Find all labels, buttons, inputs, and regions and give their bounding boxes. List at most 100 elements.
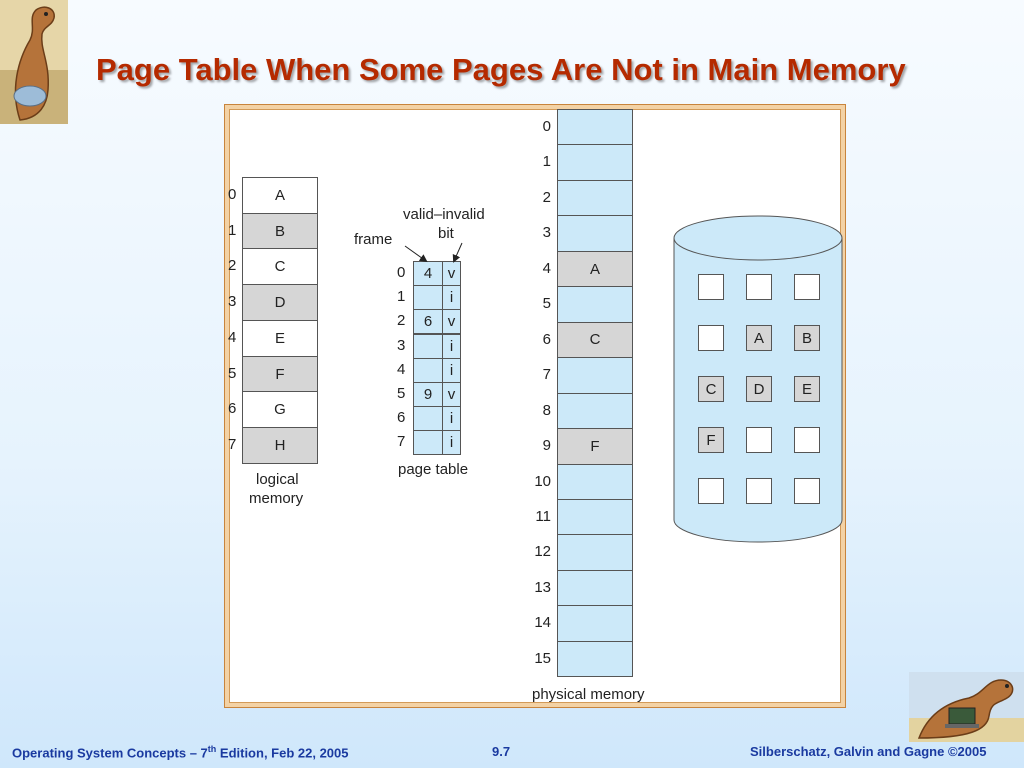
- logical-page-cell: G: [242, 391, 318, 429]
- disk-page-cell: [698, 478, 724, 504]
- page-table-valid-bit-cell: v: [442, 309, 461, 335]
- page-table-frame-cell: [413, 430, 443, 456]
- physical-frame-cell: [557, 109, 633, 146]
- page-table-index: 3: [397, 336, 406, 354]
- disk-page-cell: A: [746, 325, 772, 351]
- disk-page-cell: B: [794, 325, 820, 351]
- physical-frame-index: 2: [542, 188, 551, 206]
- page-table-frame-cell: 6: [413, 309, 443, 335]
- logical-index: 6: [228, 400, 237, 418]
- physical-frame-cell: [557, 640, 633, 678]
- page-table-valid-bit-cell: i: [442, 430, 461, 456]
- page-table-valid-bit-cell: i: [442, 285, 461, 311]
- physical-frame-index: 14: [534, 614, 551, 632]
- page-table-frame-cell: [413, 285, 443, 311]
- logical-page-cell: B: [242, 212, 318, 250]
- physical-frame-cell: F: [557, 428, 633, 465]
- logical-index: 4: [228, 328, 237, 346]
- logical-index: 1: [228, 221, 237, 239]
- physical-memory-caption: physical memory: [532, 686, 645, 703]
- logical-index: 5: [228, 364, 237, 382]
- page-table-caption: page table: [398, 461, 469, 478]
- disk-page-cell: [794, 274, 820, 300]
- physical-frame-cell: [557, 463, 633, 500]
- dinosaur-logo-icon: [0, 0, 68, 124]
- page-table-index: 4: [397, 360, 406, 378]
- logical-index: 0: [228, 186, 237, 203]
- logical-memory-label-line2: memory: [249, 490, 304, 507]
- footer-authors: Silberschatz, Galvin and Gagne ©2005: [750, 744, 987, 759]
- page-table-frame-cell: 9: [413, 382, 443, 407]
- disk-page-cell: [698, 274, 724, 300]
- physical-frame-cell: [557, 179, 633, 217]
- logical-page-cell: A: [242, 177, 318, 214]
- page-table-frame-cell: [413, 333, 443, 359]
- page-table-valid-bit-cell: i: [442, 357, 461, 383]
- physical-frame-index: 15: [534, 649, 551, 667]
- physical-frame-cell: A: [557, 250, 633, 288]
- logical-index: 2: [228, 257, 237, 275]
- physical-frame-cell: [557, 605, 633, 642]
- page-table-valid-bit-cell: v: [442, 382, 461, 407]
- physical-frame-cell: [557, 357, 633, 394]
- page-table-valid-bit-cell: v: [442, 261, 461, 286]
- physical-frame-cell: [557, 215, 633, 252]
- physical-frame-index: 0: [542, 118, 551, 135]
- page-table-frame-cell: 4: [413, 261, 443, 286]
- physical-frame-index: 9: [542, 437, 551, 455]
- logical-memory-label-line1: logical: [256, 471, 299, 488]
- page-table-index: 0: [397, 264, 406, 281]
- physical-frame-index: 10: [534, 472, 551, 490]
- physical-frame-index: 6: [542, 330, 551, 348]
- footer-book-title: Operating System Concepts – 7th Edition,…: [12, 744, 349, 761]
- physical-frame-cell: [557, 498, 633, 536]
- page-table-index: 6: [397, 409, 406, 427]
- footer-slide-number: 9.7: [492, 744, 511, 759]
- physical-frame-index: 12: [534, 543, 551, 561]
- physical-frame-cell: C: [557, 321, 633, 359]
- physical-frame-cell: [557, 392, 633, 430]
- disk-page-cell: [698, 325, 724, 351]
- physical-frame-cell: [557, 286, 633, 323]
- physical-frame-cell: [557, 569, 633, 607]
- disk-page-cell: [746, 478, 772, 504]
- disk-page-cell: [746, 274, 772, 300]
- physical-frame-index: 8: [542, 401, 551, 419]
- physical-frame-index: 7: [542, 366, 551, 384]
- page-table-frame-cell: [413, 406, 443, 432]
- page-table-index: 5: [397, 385, 406, 402]
- disk-page-cell: D: [746, 376, 772, 402]
- page-table-index: 2: [397, 312, 406, 330]
- disk-page-cell: F: [698, 427, 724, 453]
- physical-frame-index: 3: [542, 224, 551, 242]
- valid-invalid-label-line1: valid–invalid: [403, 206, 485, 223]
- physical-frame-index: 11: [535, 507, 551, 525]
- disk-page-cell: [794, 427, 820, 453]
- physical-frame-index: 13: [534, 578, 551, 596]
- logical-page-cell: D: [242, 284, 318, 322]
- logical-page-cell: E: [242, 319, 318, 357]
- logical-index: 3: [228, 293, 237, 311]
- physical-frame-cell: [557, 144, 633, 181]
- physical-frame-index: 5: [542, 295, 551, 313]
- disk-page-cell: C: [698, 376, 724, 402]
- dinosaur-laptop-logo-icon: [909, 672, 1024, 742]
- slide-title: Page Table When Some Pages Are Not in Ma…: [96, 52, 906, 87]
- disk-top: [673, 215, 843, 261]
- disk-page-cell: [746, 427, 772, 453]
- logical-page-cell: H: [242, 426, 318, 464]
- page-table-frame-cell: [413, 357, 443, 383]
- frame-label: frame: [354, 231, 393, 248]
- valid-invalid-label-line2: bit: [438, 225, 454, 242]
- physical-frame-index: 4: [542, 259, 551, 277]
- page-table-index: 7: [397, 433, 406, 451]
- logical-index: 7: [228, 435, 237, 453]
- physical-frame-cell: [557, 534, 633, 571]
- backing-store-disk: [673, 215, 843, 543]
- page-table-valid-bit-cell: i: [442, 333, 461, 359]
- logical-page-cell: C: [242, 248, 318, 286]
- physical-frame-index: 1: [542, 153, 551, 171]
- disk-page-cell: [794, 478, 820, 504]
- disk-page-cell: E: [794, 376, 820, 402]
- page-table-valid-bit-cell: i: [442, 406, 461, 432]
